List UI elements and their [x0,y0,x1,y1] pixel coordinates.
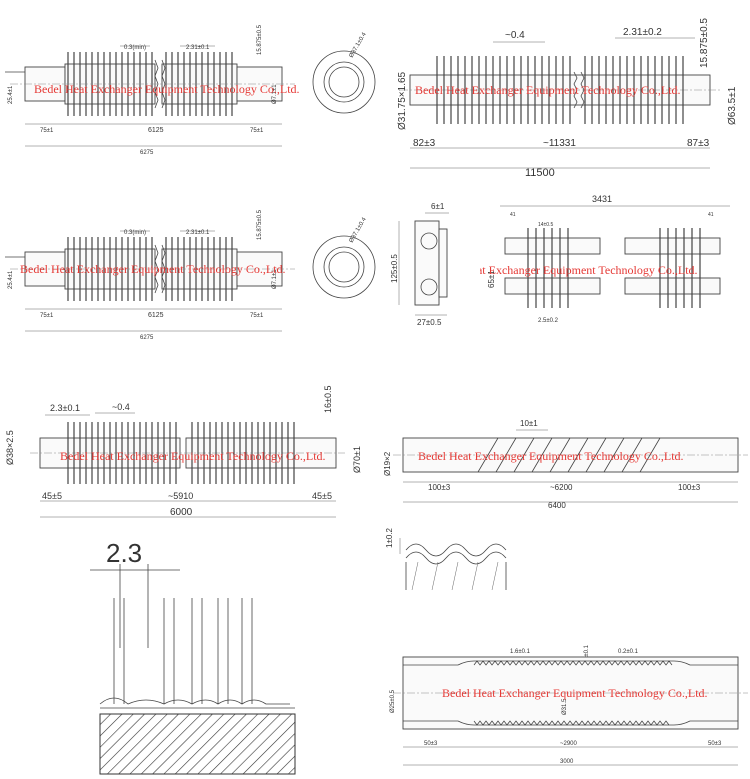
watermark: Bedel Heat Exchanger Equipment Technolog… [480,263,698,277]
dim-end-right: 75±1 [250,128,264,134]
dim-b: 14±0.5 [538,222,553,228]
finned-tube-drawing-3: 0.3(min) 2.31±0.1 15.875±0.5 25.4±1 Ø7.1… [0,195,380,345]
dim-left: 25.4±1 [8,270,14,289]
dim-right: Ø70±1 [352,446,362,473]
dim-fin: 2.31±0.2 [623,27,662,38]
plate-drawing: 6±1 125±0.5 27±0.5 [385,195,475,335]
finned-tube-drawing-2: ~0.4 2.31±0.2 15.875±0.5 Ø31.75×1.65 Ø63… [375,0,750,180]
dim-end-right: 45±5 [312,491,332,501]
corrugation-section: 1±0.2 [378,510,528,600]
dim-end-left: 75±1 [40,128,54,134]
dim-right: Ø7.1±1 [272,84,278,104]
dim-mid: ~6200 [550,483,573,492]
dim-t: 1±0.2 [385,527,394,548]
dim-left: 25.4±1 [8,85,14,104]
dim-total: 3000 [560,759,574,765]
finned-tube-drawing-6: 2.3±0.1 ~0.4 16±0.5 Ø38×2.5 Ø70±1 45±5 ~… [0,375,370,525]
twin-tube-assembly: 3431 41 14±0.5 41 65±1 2.5±0.2 Bedel Hea… [480,190,750,340]
dim-end-right: 100±3 [678,483,701,492]
dim-end-left: 45±5 [42,491,62,501]
watermark: Bedel Heat Exchanger Equipment Technolog… [20,262,286,276]
dim-mid: 6125 [148,312,164,319]
dim-end-left: 50±3 [424,741,438,747]
dim-end-right: 75±1 [250,313,264,319]
dim-top: 2.3 [106,538,142,568]
dim-end-right: 87±3 [687,138,710,149]
dim-pitch: 0.3(min) [124,45,146,51]
dim-right: Ø7.1±1 [272,269,278,289]
dim-end-left: 82±3 [413,138,436,149]
dim-end-left: 100±3 [428,483,451,492]
dim-width: 27±0.5 [417,318,442,327]
dim-height: 16±0.5 [323,386,333,413]
dim-left: Ø38×2.5 [5,430,15,465]
dim-d: 41 [708,212,714,218]
dim-gap: ~0.4 [505,30,525,41]
dim-total: 11500 [525,167,555,179]
dim-c: 2.5±0.2 [538,318,559,324]
dim-left: Ø25±0.5 [390,689,396,713]
dim-end-left: 75±1 [40,313,54,319]
fin-closeup: 2.3 [70,528,370,779]
dim-a: 1.6±0.1 [510,649,531,655]
dim-height: 15.875±0.5 [699,18,710,68]
dim-pitch: 0.3(min) [124,230,146,236]
dim-fin: 2.3±0.1 [50,403,80,413]
dim-height: 15.875±0.5 [257,24,263,55]
dim-fin: 2.31±0.1 [186,230,210,236]
watermark: Bedel Heat Exchanger Equipment Technolog… [418,449,684,463]
dim-left: 65±1 [487,270,496,288]
watermark: Bedel Heat Exchanger Equipment Technolog… [415,83,681,97]
dim-total: 6400 [548,501,566,510]
finned-tube-drawing-1: 0.3(min) 2.31±0.1 15.875±0.5 25.4±1 Ø7.1… [0,0,380,165]
watermark: Bedel Heat Exchanger Equipment Technolog… [442,686,708,700]
dim-right: Ø63.5±1 [727,86,738,125]
spiral-tube-drawing: 10±1 Ø19×2 100±3 ~6200 100±3 6400 Bedel … [378,410,750,510]
dim-total: 6275 [140,335,154,341]
dim-a: 41 [510,212,516,218]
dim-end-right: 50±3 [708,741,722,747]
dim-total: 6275 [140,150,154,156]
dim-left: Ø19×2 [383,451,392,476]
dim-top: 6±1 [431,202,445,211]
dim-mid: ~2900 [560,741,578,747]
dim-b: 0.4±0.1 [584,644,590,665]
watermark: Bedel Heat Exchanger Equipment Technolog… [34,82,300,96]
dim-total: 3431 [592,194,612,204]
dim-left: Ø31.75×1.65 [397,71,408,130]
dim-pitch: 10±1 [520,419,538,428]
dim-mid: ~11331 [543,138,576,149]
watermark: Bedel Heat Exchanger Equipment Technolog… [60,449,326,463]
dim-gap: ~0.4 [112,402,130,412]
enhanced-tube-drawing: 1.6±0.1 0.4±0.1 0.2±0.1 Ø25±0.5 Ø31.5 50… [378,635,750,779]
dim-mid-od: Ø31.5 [562,698,568,715]
dim-mid: ~5910 [168,491,193,501]
dim-total: 6000 [170,507,193,518]
dim-height: 15.875±0.5 [257,209,263,240]
dim-fin: 2.31±0.1 [186,45,210,51]
dim-mid: 6125 [148,127,164,134]
dim-height: 125±0.5 [390,254,399,283]
dim-c: 0.2±0.1 [618,649,639,655]
